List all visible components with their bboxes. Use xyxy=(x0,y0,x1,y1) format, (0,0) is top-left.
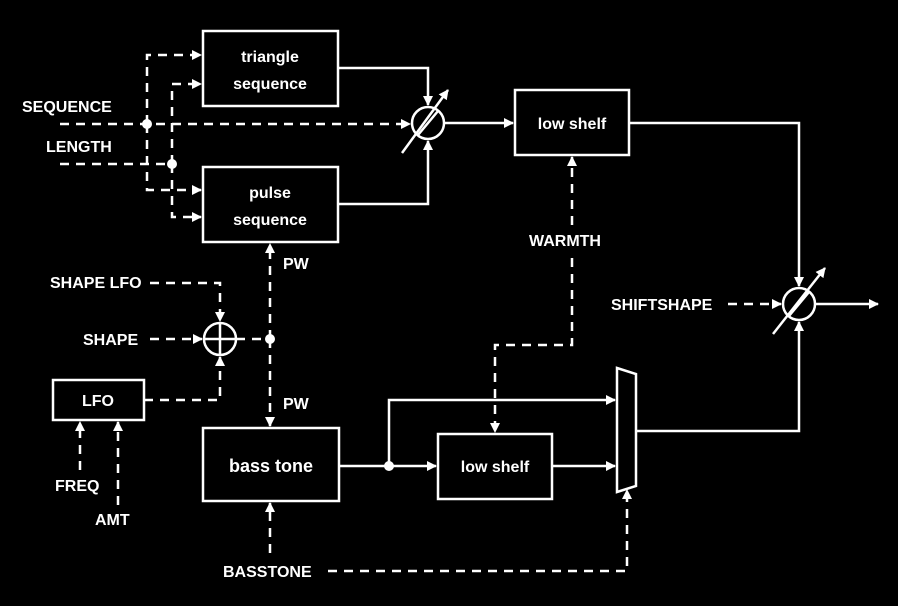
freq-label: FREQ xyxy=(55,478,99,495)
basstone-label: BASSTONE xyxy=(223,564,312,581)
triangle-sequence-label-2: sequence xyxy=(233,76,307,93)
shape-label: SHAPE xyxy=(83,332,138,349)
low-shelf-top-block: low shelf xyxy=(513,88,631,157)
shiftshape-label: SHIFTSHAPE xyxy=(611,297,713,314)
crossfader-output xyxy=(772,267,826,335)
lfo-to-summer-wire xyxy=(144,356,225,402)
crossfader-top xyxy=(400,89,450,154)
shape-lfo-label: SHAPE LFO xyxy=(50,275,142,292)
selector-mux xyxy=(615,366,638,494)
bass-tone-label: bass tone xyxy=(229,456,313,476)
bass-tone-block: bass tone xyxy=(201,426,341,503)
pulse-sequence-label-2: sequence xyxy=(233,212,307,229)
low-shelf-bottom-label: low shelf xyxy=(461,459,530,476)
length-to-pulse-wire xyxy=(170,164,202,222)
low-shelf-top-label: low shelf xyxy=(538,116,607,133)
triangle-to-crossfader-wire xyxy=(338,66,433,106)
basstone-to-mux-wire xyxy=(328,489,632,573)
pulse-to-crossfader-wire xyxy=(338,140,433,206)
pulse-sequence-label-1: pulse xyxy=(249,185,291,202)
warmth-to-bottom-lowshelf-wire xyxy=(490,258,574,433)
lfo-label: LFO xyxy=(82,393,114,410)
sequence-to-triangle-wire xyxy=(145,50,202,124)
shape-lfo-control-wire xyxy=(150,281,225,322)
basstone-dry-wire xyxy=(387,395,616,466)
length-to-triangle-wire xyxy=(170,79,202,164)
sequence-label: SEQUENCE xyxy=(22,99,112,116)
triangle-sequence-block: triangle sequence xyxy=(201,29,340,108)
pulse-sequence-block: pulse sequence xyxy=(201,165,340,244)
lfo-block: LFO xyxy=(51,378,146,422)
pw-label-bottom: PW xyxy=(283,396,310,413)
warmth-label: WARMTH xyxy=(529,233,601,250)
pw-label-top: PW xyxy=(283,256,310,273)
triangle-sequence-label-1: triangle xyxy=(241,49,299,66)
length-label: LENGTH xyxy=(46,139,112,156)
mux-to-output-fader-wire xyxy=(636,321,804,433)
lowshelf-to-output-fader-wire xyxy=(629,121,804,287)
low-shelf-bottom-block: low shelf xyxy=(436,432,554,501)
shape-summer xyxy=(202,321,238,357)
amt-label: AMT xyxy=(95,512,130,529)
sequence-to-pulse-wire xyxy=(145,124,202,195)
junction-dot-basstone xyxy=(384,461,394,471)
